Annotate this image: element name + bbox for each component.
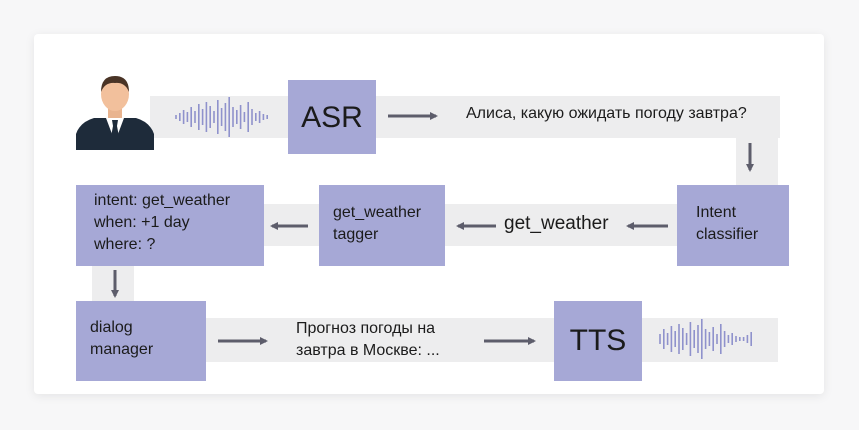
asr-node: ASR bbox=[288, 80, 376, 154]
intent-frame-when: when: +1 day bbox=[94, 214, 190, 231]
output-audio-waveform-icon bbox=[658, 314, 754, 364]
flow-band-right-connector bbox=[736, 138, 778, 186]
dialog-manager-line1: dialog bbox=[90, 319, 133, 336]
intent-classifier-line2: classifier bbox=[696, 226, 759, 243]
user-query-text: Алиса, какую ожидать погоду завтра? bbox=[466, 105, 747, 122]
tts-node: TTS bbox=[554, 301, 642, 381]
dialog-manager-node: dialog manager bbox=[76, 301, 206, 381]
tagger-line2: tagger bbox=[333, 226, 379, 243]
tagger-node: get_weather tagger bbox=[319, 185, 445, 266]
tts-label: TTS bbox=[569, 324, 627, 357]
dialog-manager-line2: manager bbox=[90, 341, 154, 358]
intent-frame-node: intent: get_weather when: +1 day where: … bbox=[76, 185, 264, 266]
input-audio-waveform-icon bbox=[174, 92, 270, 142]
intent-frame-intent: intent: get_weather bbox=[94, 192, 231, 209]
tagger-line1: get_weather bbox=[333, 204, 422, 221]
asr-label: ASR bbox=[301, 101, 363, 134]
intent-label: get_weather bbox=[504, 213, 609, 234]
intent-frame-where: where: ? bbox=[94, 236, 156, 253]
response-line1: Прогноз погоды на bbox=[296, 320, 436, 337]
user-avatar-icon bbox=[76, 72, 154, 150]
intent-classifier-line1: Intent bbox=[696, 204, 737, 221]
intent-classifier-node: Intent classifier bbox=[677, 185, 789, 266]
response-text: Прогноз погоды на завтра в Москве: ... bbox=[296, 318, 440, 362]
response-line2: завтра в Москве: ... bbox=[296, 342, 440, 359]
